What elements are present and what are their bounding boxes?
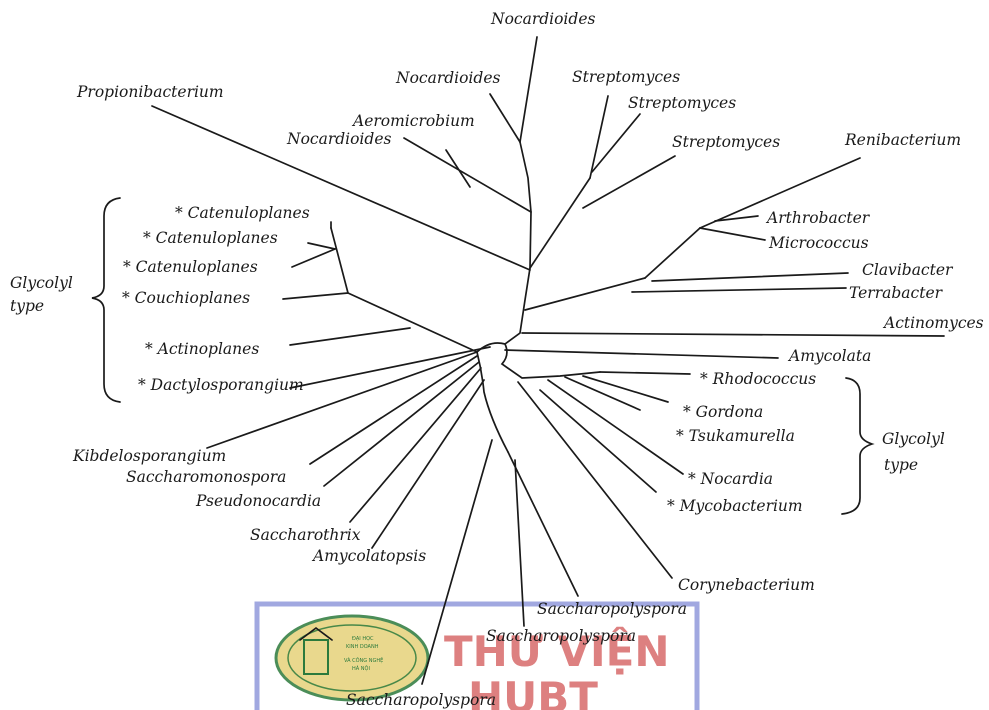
branch-mycobacterium	[539, 389, 657, 493]
label-terrabacter: Terrabacter	[849, 284, 944, 302]
left-group-label-2: type	[10, 297, 44, 315]
watermark-line-1: THƯ VIỆN	[444, 626, 669, 676]
right-glycolyl-group: Glycolyl type	[841, 377, 945, 515]
branch-actinoplanes	[289, 327, 411, 346]
label-arthrobacter: Arthrobacter	[765, 209, 871, 227]
label-gordona: * Gordona	[683, 403, 763, 421]
branch-catenuloplanes-stem	[330, 227, 349, 294]
label-nocardioides-2: Nocardioides	[395, 69, 500, 87]
branch-catenuloplanes-2	[307, 242, 336, 250]
branch-nocardia	[547, 379, 684, 475]
label-actinoplanes: * Actinoplanes	[145, 340, 259, 358]
branch-amycolatopsis	[371, 379, 485, 549]
label-saccharopolyspora-3: Saccharopolyspora	[346, 691, 496, 709]
branch-gordona-stem	[582, 375, 669, 403]
label-amycolata: Amycolata	[787, 347, 871, 365]
taxon-labels: Nocardioides Nocardioides Aeromicrobium …	[72, 10, 984, 709]
label-actinomyces: Actinomyces	[882, 314, 984, 332]
label-nocardioides-top: Nocardioides	[490, 10, 595, 28]
label-streptomyces-3: Streptomyces	[672, 133, 780, 151]
branch-micrococcineae-stem	[524, 277, 646, 311]
label-saccharomonospora: Saccharomonospora	[126, 468, 286, 486]
branch-renibacterium	[699, 157, 861, 229]
branch-kibdelosporangium	[206, 351, 478, 449]
seal-text-4: HÀ NỘI	[352, 665, 370, 672]
branch-streptomyces-3	[582, 155, 676, 209]
label-pseudonocardia: Pseudonocardia	[195, 492, 321, 510]
branch-corynebacterium	[517, 381, 673, 579]
branch-micrococcus	[699, 227, 766, 241]
branch-arthrobacter	[714, 215, 759, 222]
branch-saccharopolyspora-3	[421, 439, 493, 685]
branch-left-stem	[347, 292, 478, 353]
tree-branches	[151, 36, 945, 685]
branch-saccharopolyspora-1	[507, 451, 579, 597]
branch-clavibacter	[651, 272, 849, 282]
label-tsukamurella: * Tsukamurella	[676, 427, 795, 445]
branch-dactylosporangium	[289, 346, 491, 389]
label-nocardioides-3: Nocardioides	[286, 130, 391, 148]
branch-actinomyces	[521, 332, 945, 337]
label-corynebacterium: Corynebacterium	[678, 576, 815, 594]
label-micrococcus: Micrococcus	[768, 234, 869, 252]
branch-rhodococcus	[599, 371, 691, 375]
left-brace	[91, 197, 121, 403]
seal-text-1: ĐẠI HỌC	[352, 636, 374, 642]
label-saccharopolyspora-2: Saccharopolyspora	[486, 627, 636, 645]
seal-text-2: KINH DOANH	[346, 644, 379, 650]
label-catenuloplanes-3: * Catenuloplanes	[123, 258, 258, 276]
right-group-label-1: Glycolyl	[882, 430, 945, 448]
branch-aeromicrobium	[403, 137, 532, 213]
branch-saccharothrix	[349, 367, 482, 523]
watermark-line-2: HUBT	[468, 673, 598, 710]
branch-pseudonocardia	[323, 361, 480, 487]
watermark-frame	[254, 601, 700, 710]
branch-nocardioides-2	[489, 93, 521, 143]
center-hub	[476, 141, 601, 453]
label-propionibacterium: Propionibacterium	[76, 83, 224, 101]
label-streptomyces-2: Streptomyces	[628, 94, 736, 112]
branch-saccharopolyspora-2	[514, 459, 525, 627]
label-renibacterium: Renibacterium	[844, 131, 961, 149]
right-brace	[841, 377, 875, 515]
branch-couchioplanes	[282, 292, 349, 300]
branch-renibacterium-stem	[644, 227, 701, 279]
label-nocardia: * Nocardia	[688, 470, 773, 488]
label-saccharopolyspora-1: Saccharopolyspora	[537, 600, 687, 618]
seal-text-3: VÀ CÔNG NGHỆ	[344, 656, 383, 664]
label-kibdelosporangium: Kibdelosporangium	[72, 447, 226, 465]
branch-propionibacterium	[151, 105, 531, 271]
label-mycobacterium: * Mycobacterium	[667, 497, 803, 515]
left-group-label-1: Glycolyl	[10, 274, 73, 292]
branch-saccharomonospora	[309, 355, 478, 465]
branch-catenuloplanes-3	[291, 248, 336, 268]
branch-streptomyces-1	[589, 95, 609, 179]
label-amycolatopsis: Amycolatopsis	[311, 547, 426, 565]
label-clavibacter: Clavibacter	[862, 261, 954, 279]
label-couchioplanes: * Couchioplanes	[122, 289, 250, 307]
branch-streptomyces-stem	[529, 177, 591, 269]
branch-streptomyces-2	[591, 113, 641, 173]
branch-nocardioides-3	[445, 149, 471, 188]
label-catenuloplanes-2: * Catenuloplanes	[143, 229, 278, 247]
branch-nocardioides-top	[519, 36, 538, 143]
library-watermark: ĐẠI HỌC KINH DOANH VÀ CÔNG NGHỆ HÀ NỘI T…	[254, 601, 700, 710]
label-aeromicrobium: Aeromicrobium	[351, 112, 475, 130]
left-glycolyl-group: Glycolyl type	[10, 197, 121, 403]
right-group-label-2: type	[884, 456, 918, 474]
label-rhodococcus: * Rhodococcus	[700, 370, 816, 388]
label-saccharothrix: Saccharothrix	[250, 526, 361, 544]
label-dactylosporangium: * Dactylosporangium	[138, 376, 304, 394]
branch-tsukamurella	[564, 376, 641, 411]
branch-terrabacter	[631, 287, 847, 293]
branch-amycolata	[504, 349, 779, 359]
label-streptomyces-1: Streptomyces	[572, 68, 680, 86]
library-seal-icon: ĐẠI HỌC KINH DOANH VÀ CÔNG NGHỆ HÀ NỘI	[274, 614, 430, 702]
label-catenuloplanes-1: * Catenuloplanes	[175, 204, 310, 222]
